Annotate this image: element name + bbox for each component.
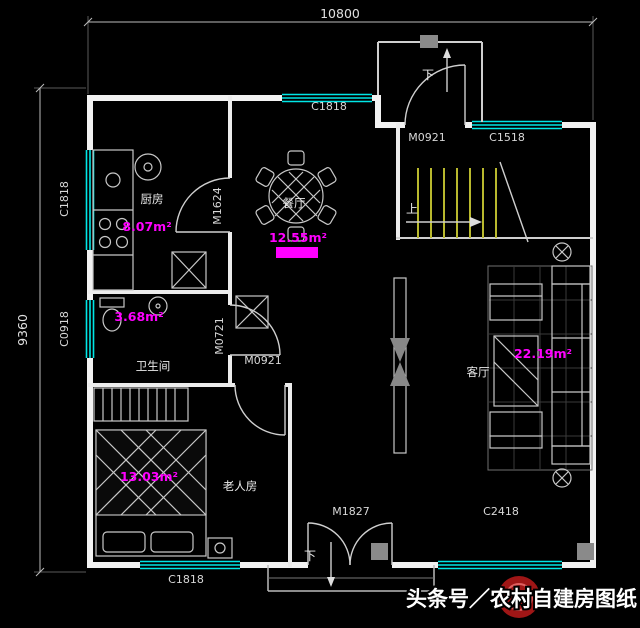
window-label-c1818-bottom: C1818 xyxy=(168,573,204,586)
door-m0921-entry xyxy=(404,64,466,126)
sofa-icon xyxy=(551,283,591,447)
pillow-icon xyxy=(150,531,194,553)
dining-highlight-block xyxy=(276,247,318,258)
stair-arrowhead xyxy=(470,217,482,227)
area-label-dining: 12.55m² xyxy=(269,230,327,245)
entry-porch xyxy=(377,35,483,122)
bottom-porch xyxy=(267,542,594,592)
washbasin-icon xyxy=(148,296,168,316)
door-m1827-main xyxy=(307,522,393,566)
stairs-up-label: 上 xyxy=(406,202,418,216)
plant-icon xyxy=(552,468,572,488)
armchair-icon xyxy=(489,283,543,321)
room-label-kitchen: 厨房 xyxy=(141,192,164,206)
porch-arrowhead xyxy=(327,577,335,587)
bedroom-furniture xyxy=(93,387,233,559)
column-right xyxy=(577,543,594,560)
window-c1518 xyxy=(472,120,562,130)
window-label-c1818-left: C1818 xyxy=(58,181,71,217)
area-label-bedroom: 13.03m² xyxy=(120,469,178,484)
window-c1818-top xyxy=(282,93,372,103)
door-label-m1827: M1827 xyxy=(332,505,370,518)
stair-break-line xyxy=(499,161,529,243)
room-label-living: 客厅 xyxy=(467,365,490,379)
door-label-m0921-bedroom: M0921 xyxy=(244,354,282,367)
kitchen-fixtures xyxy=(92,149,207,291)
dimension-top: 10800 xyxy=(83,6,598,120)
round-table-icon xyxy=(134,153,162,181)
bathroom-fixtures xyxy=(99,295,269,332)
area-label-living: 22.19m² xyxy=(514,346,572,361)
porch-column xyxy=(420,35,438,48)
window-c2418 xyxy=(438,560,562,570)
entry-arrowhead xyxy=(443,48,451,58)
toilet-icon xyxy=(99,297,125,308)
porch-down-label: 下 xyxy=(304,549,316,563)
red-stamp-icon xyxy=(498,576,540,618)
window-c1818-bottom xyxy=(140,560,240,570)
windows xyxy=(85,93,562,570)
window-label-c0918: C0918 xyxy=(58,311,71,347)
window-c0918 xyxy=(85,300,95,358)
armchair-icon xyxy=(489,411,543,449)
stairs xyxy=(406,161,529,243)
hall-cabinet-icon xyxy=(235,295,269,329)
door-m0721-bath xyxy=(229,304,281,356)
coffee-table-icon xyxy=(493,335,539,407)
window-label-c1518: C1518 xyxy=(489,131,525,144)
tv-cabinet-icon xyxy=(393,277,407,454)
column-left xyxy=(371,543,388,560)
plant-icon xyxy=(552,242,572,262)
entry-down-label: 下 xyxy=(422,68,434,82)
dimension-left: 9360 xyxy=(15,83,86,577)
dim-left-label: 9360 xyxy=(15,314,30,346)
room-label-bath: 卫生间 xyxy=(136,359,171,373)
doors xyxy=(175,64,466,566)
labels: C1818 M0921 C1518 厨房 8.07m² M1624 餐厅 12.… xyxy=(58,68,572,586)
watermark-caption: 头条号／农村自建房图纸 xyxy=(406,587,637,611)
room-label-dining: 餐厅 xyxy=(283,196,306,210)
door-label-m0721: M0721 xyxy=(213,317,226,355)
window-label-c1818-top: C1818 xyxy=(311,100,347,113)
wardrobe-icon xyxy=(93,387,189,422)
nightstand-icon xyxy=(207,537,233,559)
window-label-c2418: C2418 xyxy=(483,505,519,518)
sink-icon xyxy=(105,172,121,188)
living-room-furniture xyxy=(390,242,593,488)
door-label-m1624: M1624 xyxy=(211,187,224,225)
door-m1624-kitchen xyxy=(175,177,231,233)
dining-table-set xyxy=(255,150,337,258)
pillow-icon xyxy=(102,531,146,553)
fridge-icon xyxy=(171,251,207,289)
dim-top-label: 10800 xyxy=(320,6,360,21)
door-m0921-bedroom xyxy=(234,384,286,436)
room-label-bedroom: 老人房 xyxy=(223,479,258,493)
watermark: 头条号／农村自建房图纸 xyxy=(404,576,639,618)
area-label-bath: 3.68m² xyxy=(114,309,163,324)
area-label-kitchen: 8.07m² xyxy=(122,219,171,234)
door-label-m0921-entry: M0921 xyxy=(408,131,446,144)
interior-walls xyxy=(88,96,593,567)
tv-icon xyxy=(390,338,410,362)
